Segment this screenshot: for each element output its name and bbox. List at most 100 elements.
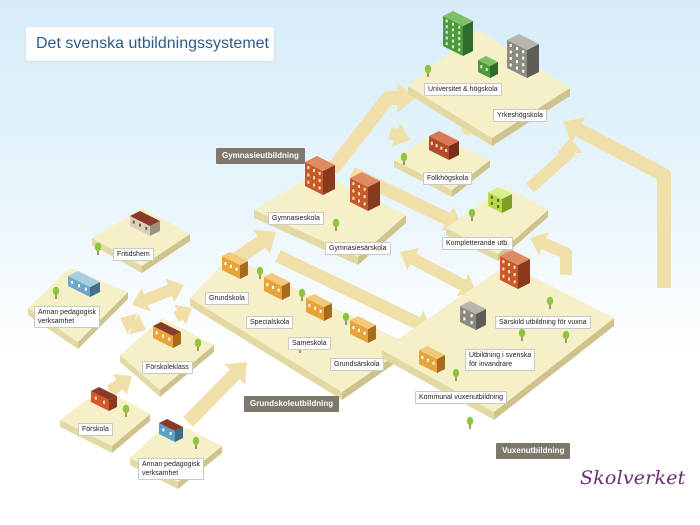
building-side [502,194,512,213]
tree-trunk [521,336,523,341]
building-window [162,334,164,338]
tree-trunk [299,348,301,353]
building-side [449,141,459,160]
building-sameskola [306,294,332,321]
platform-top [60,388,150,446]
building-window [421,356,424,360]
building-side [323,165,335,195]
building-window [132,220,135,224]
building-window [145,226,148,230]
arrow-annan-forskoleklass [120,313,146,335]
building-roof [500,250,530,265]
tree-trunk [403,160,405,165]
building-window [103,400,106,404]
building-window [509,56,512,60]
arrow-kompl-to-yrkes [525,138,583,193]
building-window [94,396,97,400]
building-window [363,195,366,199]
label-folkhogskola: Folkhögskola [423,172,473,185]
building-roof [350,316,376,329]
building-window [435,144,438,148]
building-side [109,396,117,411]
tree-trunk [455,376,457,381]
tree-trunk [195,444,197,449]
building-window [508,270,510,274]
arrow-fritidshem-grundskola [132,278,184,312]
building-window [363,202,366,206]
building-roof [429,131,459,146]
building-window [522,63,525,67]
arrow-vuxen-to-universitet [563,116,671,288]
section-tag-gymnasieutbildning: Gymnasieutbildning [216,148,305,164]
tree-trunk [471,216,473,221]
platform-top [254,172,406,257]
building-window [522,69,525,73]
tree-crown [332,218,340,228]
building-window [358,199,360,203]
tree-crown [256,266,264,276]
tree-trunk [335,226,337,231]
building-roof [350,172,380,187]
building-window [452,22,454,26]
building-side [476,309,486,330]
building-window [497,198,500,202]
tree-crown [400,152,408,162]
building-window [490,195,493,199]
building-window [480,65,483,69]
label-grundsarskola: Grundsärskola [330,358,384,371]
tree-icon [342,312,350,325]
arrow-segment [657,175,671,288]
label-annan-pedagogisk-line1: Annan pedagogisk [142,461,200,468]
building-window [458,31,461,35]
platform-top [382,264,614,412]
building-window [162,428,165,432]
tree-icon [122,404,130,417]
building-window [522,50,525,54]
building-side [240,261,248,279]
label-gymnasieskola: Gymnasieskola [268,212,324,225]
building-window [307,166,310,170]
tree-icon [298,288,306,301]
arrow-segment [588,130,668,182]
building-roof [478,56,498,66]
building-side [368,325,376,343]
building-front [429,136,449,160]
tree-crown [518,328,526,338]
building-window [319,309,322,313]
building-roof [264,273,290,286]
tree-trunk [469,424,471,429]
platform-side [60,420,112,453]
building-side [527,44,539,78]
building-window [266,283,269,287]
tree-crown [468,208,476,218]
tree-trunk [197,346,199,351]
tree-icon [424,64,432,77]
building-side [490,62,498,78]
platform-forskola [60,388,150,453]
building-window [307,180,310,184]
building-window [522,56,525,60]
tree-trunk [55,294,57,299]
building-window [308,304,311,308]
tree-trunk [301,296,303,301]
tree-trunk [565,338,567,343]
building-window [352,326,355,330]
building-window [363,331,366,335]
building-side [368,181,380,211]
label-kommunal-vuxenutbildning: Kommunal vuxenutbildning [415,391,508,404]
label-sarskild-utbildning-for-vuxna: Särskild utbildning för vuxna [495,316,591,329]
tree-icon [194,338,202,351]
platform-side [78,292,128,349]
building-window [318,171,321,175]
title-box: Det svenska utbildningssystemet [26,27,274,61]
skolverket-logo: Skolverket [580,467,686,489]
building-window [509,43,512,47]
building-window [352,182,355,186]
tree-trunk [549,304,551,309]
building-window [513,265,516,269]
building-roof [507,34,539,50]
tree-crown [192,436,200,446]
label-annan-pedagogisk-verksamhet-1: Annan pedagogisk verksamhet [34,306,100,328]
building-window [358,328,360,332]
platform-side [190,298,342,400]
